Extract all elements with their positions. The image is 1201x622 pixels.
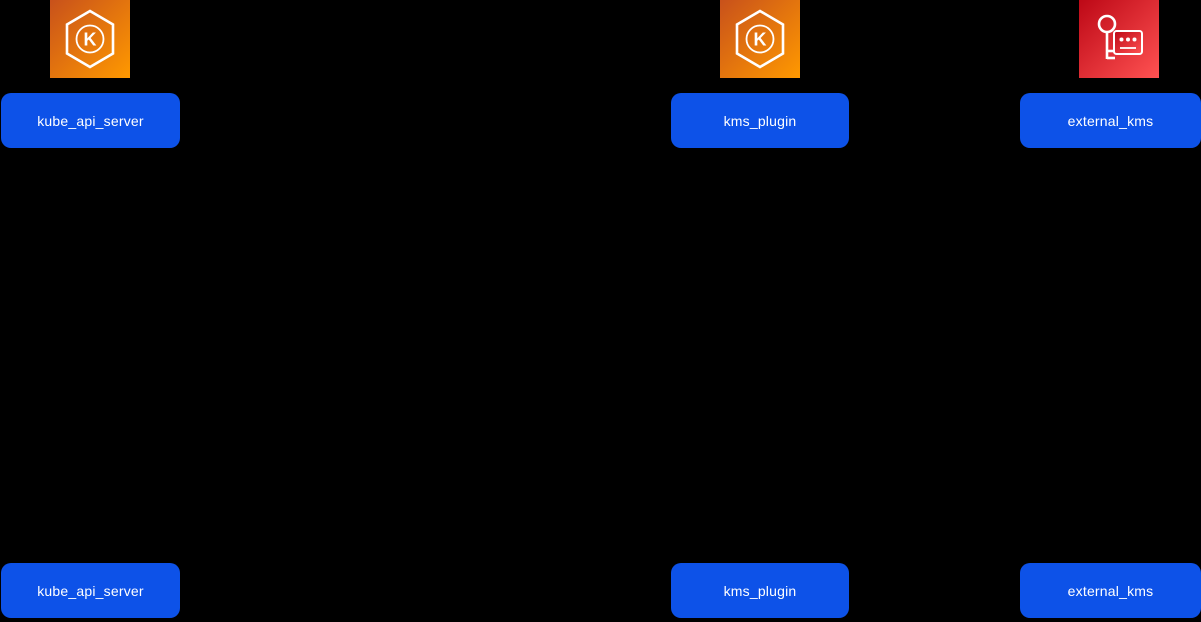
participant-box-kube-api-server-top: kube_api_server [1, 93, 180, 148]
participant-box-external-kms-top: external_kms [1020, 93, 1201, 148]
lifeline-kms-plugin [760, 148, 761, 563]
participant-label: kube_api_server [37, 582, 144, 599]
participant-label: kube_api_server [37, 112, 144, 129]
participant-box-kms-plugin-top: kms_plugin [671, 93, 849, 148]
participant-label: external_kms [1067, 582, 1154, 599]
kms-key-icon [1079, 0, 1159, 78]
lifeline-kube-api-server [90, 148, 91, 563]
eks-icon: K [50, 0, 130, 78]
svg-text:K: K [84, 30, 97, 50]
participant-box-external-kms-bottom: external_kms [1020, 563, 1201, 618]
participant-label: kms_plugin [723, 582, 797, 599]
participant-label: kms_plugin [723, 112, 797, 129]
svg-text:K: K [754, 30, 767, 50]
eks-icon: K [720, 0, 800, 78]
participant-box-kms-plugin-bottom: kms_plugin [671, 563, 849, 618]
lifeline-external-kms [1110, 148, 1111, 563]
participant-box-kube-api-server-bottom: kube_api_server [1, 563, 180, 618]
participant-label: external_kms [1067, 112, 1154, 129]
